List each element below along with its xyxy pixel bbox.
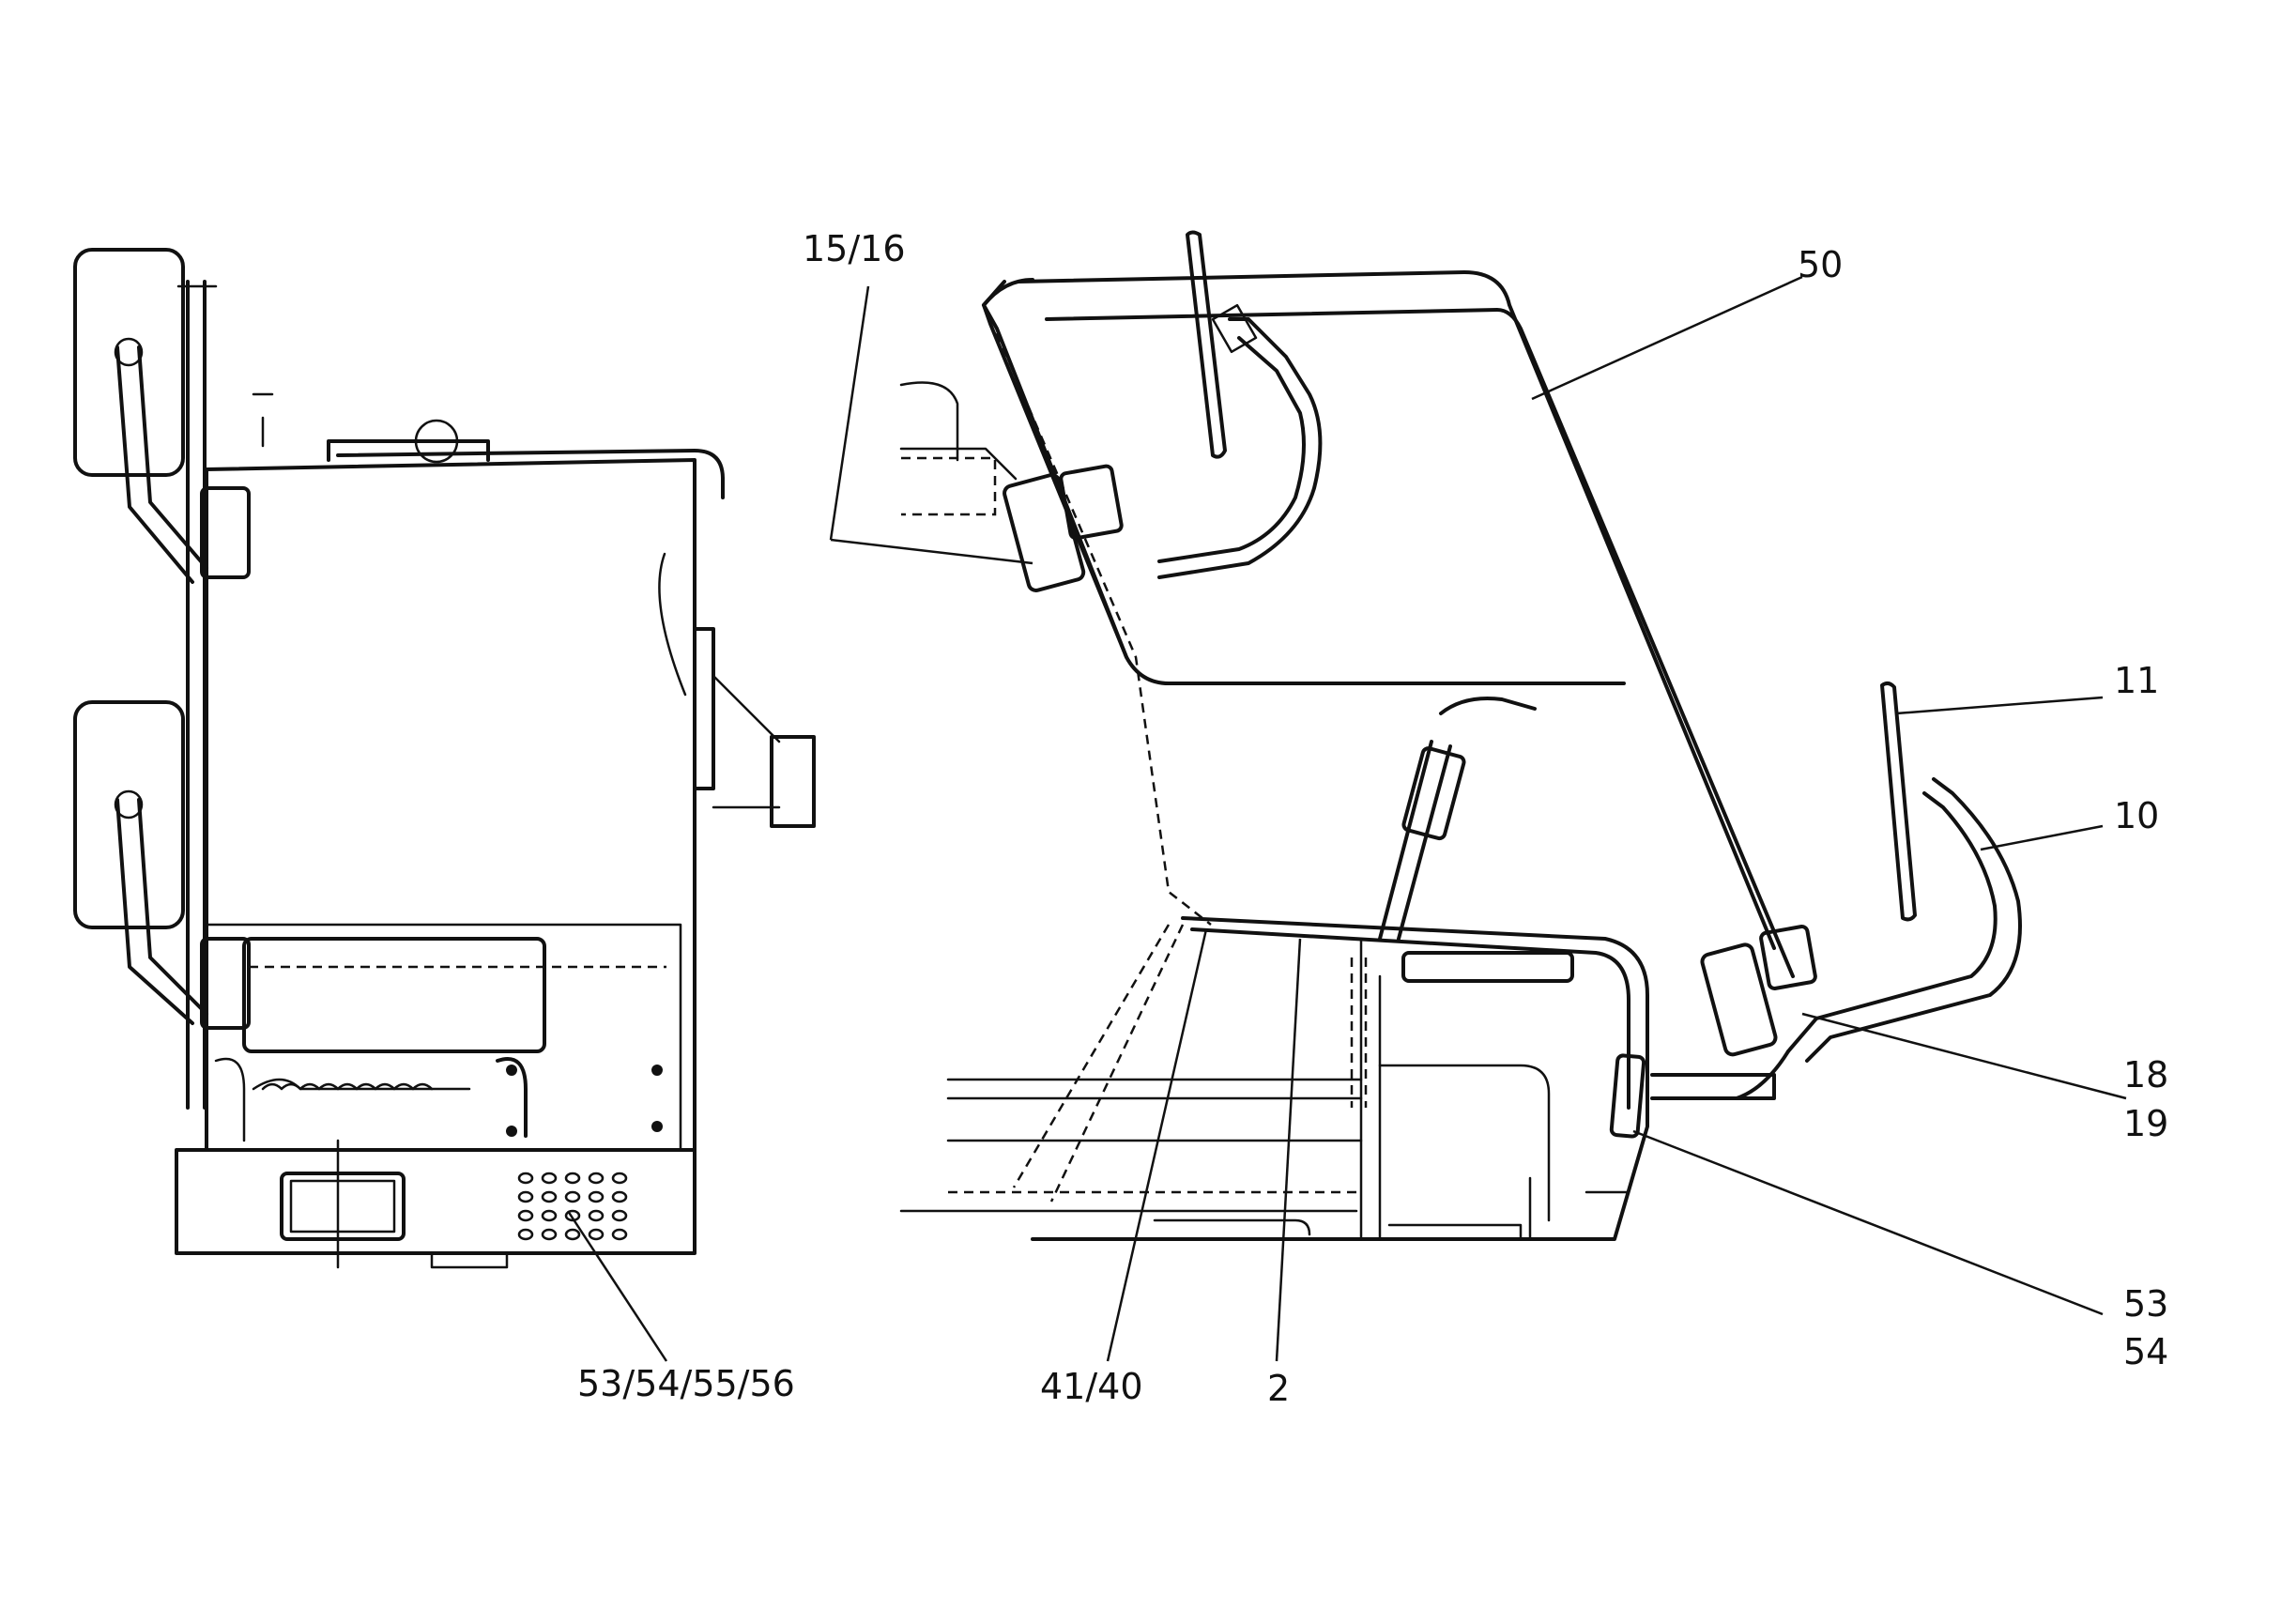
lower-mirror xyxy=(73,700,185,929)
gas-strut xyxy=(1439,697,1537,715)
callout-53: 53 xyxy=(2123,1283,2168,1325)
callout-19: 19 xyxy=(2123,1103,2168,1144)
callout-11: 11 xyxy=(2114,660,2159,701)
upper-mirror xyxy=(73,248,185,477)
callout-18: 18 xyxy=(2123,1054,2168,1095)
upper-mirror-arm xyxy=(115,345,194,584)
side-mirror-11 xyxy=(1880,681,1917,922)
top-mirror xyxy=(1186,230,1227,459)
side-view xyxy=(899,230,2022,1241)
leader-lines xyxy=(566,275,2127,1362)
callout-41-40: 41/40 xyxy=(1040,1366,1143,1407)
radiator-housing xyxy=(242,937,546,1053)
mirror-arm-10 xyxy=(1805,777,2022,1063)
hinge-15-16 xyxy=(1003,472,1086,592)
callout-10: 10 xyxy=(2114,795,2159,836)
callout-54: 54 xyxy=(2123,1331,2168,1372)
callout-labels: 15/16 50 11 10 18 19 53 54 53/54/55/56 4… xyxy=(577,228,2168,1409)
callout-2: 2 xyxy=(1267,1368,1290,1409)
hinge-53-54 xyxy=(1609,1053,1646,1139)
rear-view xyxy=(73,248,816,1269)
lower-mirror-arm xyxy=(115,798,194,1025)
hinge-18-19 xyxy=(1700,942,1778,1057)
callout-15-16: 15/16 xyxy=(803,228,906,269)
rear-base xyxy=(175,1148,697,1255)
lower-panel xyxy=(205,923,682,1152)
callout-53-54-55-56: 53/54/55/56 xyxy=(577,1363,795,1404)
floor-2 xyxy=(1031,916,1649,1241)
rear-cab-body xyxy=(205,458,697,1152)
frame-50 xyxy=(982,278,1626,685)
grille-holes xyxy=(517,1172,628,1241)
callout-50: 50 xyxy=(1798,244,1843,285)
